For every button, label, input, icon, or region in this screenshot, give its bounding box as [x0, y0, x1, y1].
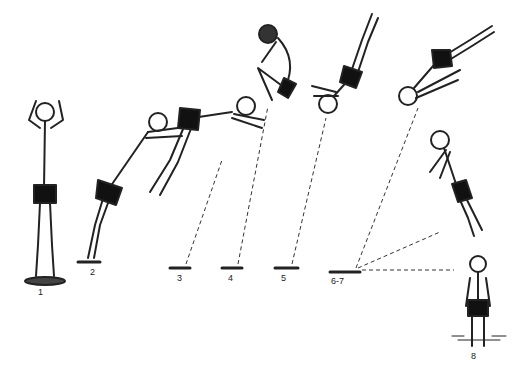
callout-number: 6-7 [331, 277, 344, 286]
callout-number: 5 [281, 274, 286, 283]
diver-figure [275, 14, 378, 268]
diver-figure [222, 25, 296, 268]
diver-figure [452, 256, 506, 346]
callout-number: 1 [38, 288, 43, 297]
diver-figure [150, 97, 264, 268]
callout-number: 8 [471, 352, 476, 361]
diver-figure [78, 113, 185, 262]
callout-number: 2 [90, 268, 95, 277]
diver-figure [330, 26, 494, 272]
callout-number: 4 [228, 274, 233, 283]
trajectory-dashes [186, 106, 454, 270]
diver-figure [25, 101, 65, 285]
diver-figure [430, 131, 482, 236]
callout-number: 3 [177, 274, 182, 283]
